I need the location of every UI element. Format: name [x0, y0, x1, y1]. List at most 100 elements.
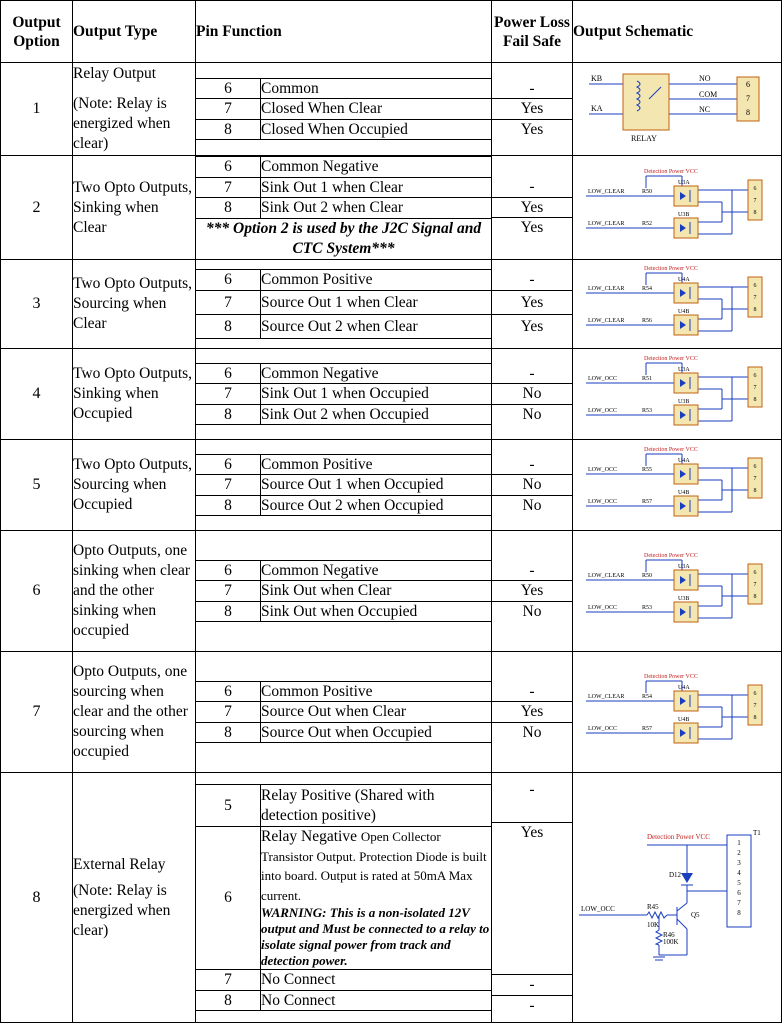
table-row: 7 Opto Outputs, one sourcing when clear …	[0, 651, 782, 773]
resistor-label: R57	[642, 726, 652, 732]
pin-label: 6	[737, 889, 741, 897]
pin-number: 8	[196, 313, 261, 339]
resistor-label: R53	[642, 408, 652, 414]
pin-label: 6	[754, 373, 757, 379]
opto-label: U3B	[678, 399, 689, 405]
pin-number: 7	[196, 701, 261, 723]
opto-label: U4A	[678, 458, 690, 464]
table-row: 2 Two Opto Outputs, Sinking when Clear 6…	[0, 155, 782, 260]
connector-box	[747, 366, 763, 407]
schematic-cell: KB KA NO COM NC RELAY 6 7 8	[572, 62, 782, 156]
fail-safe-value: -	[492, 975, 572, 996]
vcc-label: Detection Power VCC	[644, 674, 698, 680]
header-output-type: Output Type	[72, 0, 196, 63]
pin-number: 7	[196, 969, 261, 991]
option-number: 8	[0, 772, 73, 1023]
option-number: 7	[0, 651, 73, 773]
fail-safe-value: Yes	[492, 99, 572, 120]
fail-safe-value: Yes	[492, 291, 572, 315]
pin-label: 2	[737, 849, 741, 857]
pin-number: 7	[196, 98, 261, 120]
led-icon	[680, 696, 686, 705]
fail-safe-value: -	[492, 561, 572, 582]
resistor-label: R52	[642, 221, 652, 227]
pin-function: Common Negative	[260, 559, 491, 582]
relay-nc-label: NC	[699, 105, 710, 114]
fail-safe-value: No	[522, 496, 542, 514]
fail-safe-value: No	[492, 475, 572, 496]
pin-number: 8	[196, 118, 261, 141]
relay-ka-label: KA	[591, 104, 603, 113]
pin-number: 8	[196, 494, 261, 517]
fail-safe-value: No	[522, 602, 542, 620]
vcc-label: Detection Power VCC	[644, 169, 698, 175]
table-row: 4 Two Opto Outputs, Sinking when Occupie…	[0, 348, 782, 440]
input-label: LOW_OCC	[588, 499, 617, 505]
header-pin-function: Pin Function	[195, 0, 492, 63]
opto-label: U3A	[678, 367, 690, 373]
pin-label: 6	[754, 691, 757, 697]
fail-safe-value: Yes	[492, 581, 572, 602]
led-icon	[680, 607, 686, 616]
pin-function: No Connect	[260, 989, 491, 1011]
pin-label: 8	[754, 715, 757, 721]
option-note: *** Option 2 is used by the J2C Signal a…	[205, 219, 482, 257]
table-row: 8 External Relay (Note: Relay is energiz…	[0, 772, 782, 1023]
opto-label: U3B	[678, 596, 689, 602]
fail-safe-value: -	[529, 996, 535, 1014]
fail-safe-cell: - No No	[491, 348, 573, 440]
pin-label: 7	[754, 476, 757, 482]
fail-safe-value: Yes	[492, 702, 572, 723]
output-type-note: (Note: Relay is energized when clear)	[73, 881, 171, 939]
external-relay-schematic: Detection Power VCC LOW_OCC R45 10K R46 …	[579, 829, 761, 961]
transistor-label: Q5	[691, 911, 700, 919]
terminal-label: T1	[753, 829, 761, 837]
pin-number: 6	[196, 453, 261, 476]
fail-safe-cell: - Yes Yes	[491, 155, 573, 260]
led-icon	[680, 224, 686, 232]
header-fail-safe: Power Loss Fail Safe	[491, 0, 573, 63]
pin-function: Sink Out 1 when Clear	[260, 176, 491, 199]
fail-safe-value: Yes	[492, 198, 572, 219]
output-type: Two Opto Outputs, Sourcing when Occupied	[72, 439, 196, 531]
fail-safe-value: No	[522, 405, 542, 423]
led-icon	[680, 410, 686, 419]
pin-function: Common Negative	[260, 362, 491, 385]
option-number: 6	[0, 530, 73, 652]
pin-label: 8	[754, 488, 757, 494]
pin-number: 6	[196, 77, 261, 100]
connector-box	[747, 179, 763, 221]
opto-label: U3A	[678, 180, 690, 186]
fail-safe-cell: - Yes Yes	[491, 62, 573, 156]
resistor-label: R57	[642, 499, 652, 505]
pin-number: 8	[196, 721, 261, 744]
pin-label: 8	[754, 397, 757, 403]
warning-text: WARNING: This is a non-isolated 12V outp…	[261, 905, 490, 968]
pin-label: 6	[746, 80, 750, 89]
output-type: External Relay (Note: Relay is energized…	[72, 772, 196, 1023]
input-label: LOW_CLEAR	[588, 286, 624, 292]
pin-function: Common Positive	[260, 453, 491, 476]
schematic-cell: Detection Power VCC LOW_OCC R45 10K R46 …	[572, 772, 782, 1023]
input-label: LOW_OCC	[588, 376, 617, 382]
output-type: Opto Outputs, one sourcing when clear an…	[72, 651, 196, 773]
header-row: Output Option Output Type Pin Function P…	[0, 0, 782, 63]
relay-com-label: COM	[699, 90, 717, 99]
fail-safe-value: Yes	[520, 317, 544, 335]
diode-label: D12	[669, 871, 682, 879]
pin-number: 5	[196, 784, 261, 827]
pin-label: 6	[754, 464, 757, 470]
pin-label: 6	[754, 186, 757, 192]
